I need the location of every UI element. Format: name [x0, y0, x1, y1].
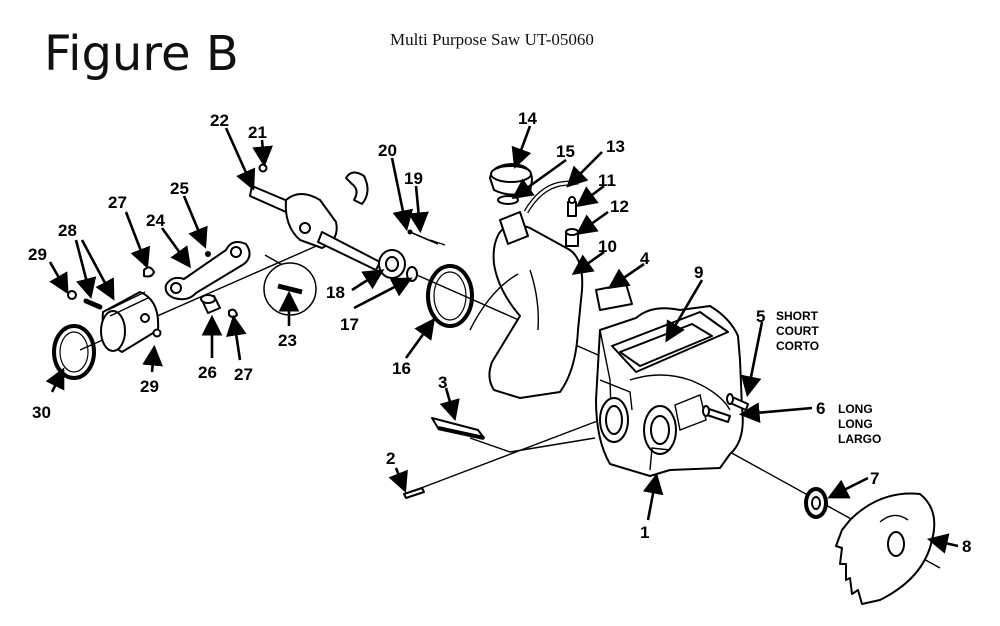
callout-25: 25 — [170, 179, 189, 198]
callout-20: 20 — [378, 141, 397, 160]
figure-label: Figure B — [44, 26, 239, 82]
needle-bearing — [200, 294, 221, 314]
callout-26: 26 — [198, 363, 217, 382]
clutch-cover — [835, 492, 936, 605]
callout-14: 14 — [518, 109, 537, 128]
callout-8: 8 — [962, 537, 971, 556]
connecting-rod — [164, 241, 251, 301]
callout-6: 6 — [816, 399, 825, 418]
callout-9: 9 — [694, 263, 703, 282]
air-filter-pad — [595, 283, 633, 311]
callout-22: 22 — [210, 111, 229, 130]
callout-15: 15 — [556, 142, 575, 161]
callout-21: 21 — [248, 123, 267, 142]
callout-29-left: 29 — [28, 245, 47, 264]
callout-10: 10 — [598, 237, 617, 256]
callout-11: 11 — [598, 171, 616, 190]
piston-pin-clip — [67, 290, 162, 338]
callout-2: 2 — [386, 449, 395, 468]
note-long-en: LONG — [838, 402, 873, 416]
callout-3: 3 — [438, 373, 447, 392]
note-short-fr: COURT — [776, 324, 819, 338]
note-long-fr: LONG — [838, 417, 873, 431]
snap-ring — [406, 266, 418, 282]
fuel-filter — [567, 196, 577, 217]
callout-1: 1 — [640, 523, 649, 542]
callout-18: 18 — [326, 283, 345, 302]
screw-long — [702, 405, 731, 423]
fuel-fitting — [565, 228, 579, 247]
callout-27-upper: 27 — [108, 193, 127, 212]
diagram-title: Multi Purpose Saw UT-05060 — [390, 30, 594, 49]
note-short-en: SHORT — [776, 309, 819, 323]
cap-gasket — [497, 195, 519, 205]
piston — [100, 291, 160, 353]
callout-17: 17 — [340, 315, 359, 334]
callout-13: 13 — [606, 137, 625, 156]
callout-16: 16 — [392, 359, 411, 378]
fuel-cap — [489, 163, 533, 196]
callout-5: 5 — [756, 307, 765, 326]
callout-7: 7 — [870, 469, 879, 488]
callout-4: 4 — [640, 249, 650, 268]
callout-24: 24 — [146, 211, 165, 230]
callout-19: 19 — [404, 169, 423, 188]
crank-seal — [804, 487, 828, 519]
dowel-pin — [403, 487, 425, 499]
gasket — [426, 264, 474, 328]
fuel-tank — [469, 211, 584, 399]
callout-12: 12 — [610, 197, 629, 216]
note-long-es: LARGO — [838, 432, 881, 446]
woodruff-key — [258, 163, 268, 173]
ball-bearing — [378, 249, 406, 279]
callout-30: 30 — [32, 403, 51, 422]
crankshaft-key — [407, 229, 439, 245]
screw-length-notes: SHORT COURT CORTO LONG LONG LARGO — [776, 309, 881, 446]
callout-27-lower: 27 — [234, 365, 253, 384]
note-short-es: CORTO — [776, 339, 819, 353]
piston-ring — [52, 324, 96, 380]
callout-23: 23 — [278, 331, 297, 350]
engine-housing — [595, 305, 744, 477]
crankshaft — [249, 171, 381, 271]
callout-labels: 1 2 3 4 5 6 7 8 9 10 11 12 13 14 15 16 1… — [28, 109, 971, 556]
leader-arrows — [45, 125, 959, 554]
callout-29-lower: 29 — [140, 377, 159, 396]
callout-28: 28 — [58, 221, 77, 240]
